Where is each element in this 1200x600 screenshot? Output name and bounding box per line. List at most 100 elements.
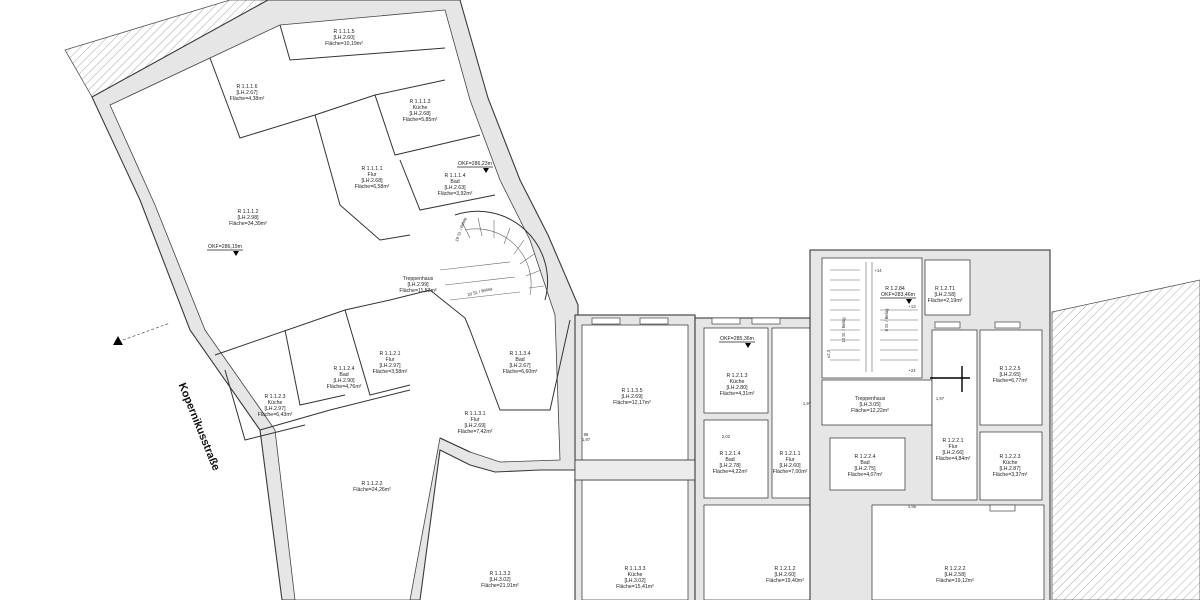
room-name: Küche: [628, 572, 643, 578]
room-height: [LH.3.02]: [624, 578, 646, 584]
room-height: [LH.2.87]: [999, 466, 1021, 472]
level-marker: OKF=286,23m: [457, 161, 493, 173]
room-name: Flur: [949, 444, 958, 450]
level-value: OKF=286,23m: [458, 161, 492, 167]
room-height: [LH.2.66]: [942, 450, 964, 456]
room-area: Fläche=19,12m²: [936, 578, 974, 584]
room-area: Fläche=6,58m²: [355, 184, 390, 190]
room-id: R 1.1.1.4: [444, 173, 465, 179]
room-area: Fläche=12,22m²: [851, 408, 889, 414]
room-label: Treppenhaus[LH.3.05]Fläche=12,22m²: [851, 396, 889, 414]
room-id: R 1.2.1.2: [774, 566, 795, 572]
room-id: R 1.2.T1: [935, 286, 955, 292]
room-id: R 1.1.1.3: [409, 99, 430, 105]
room-height: [LH.2.99]: [407, 282, 429, 288]
stair-note: 8 St. / Belag: [884, 308, 889, 331]
room-label: R 1.2.2.2[LH.2.58]Fläche=19,12m²: [936, 566, 974, 584]
room-height: [LH.2.69]: [621, 394, 643, 400]
dimension-labels: 881,971,972,021,951,97: [582, 396, 945, 509]
room-label: R 1.2.2.5[LH.2.65]Fläche=6,77m²: [993, 366, 1028, 384]
room-area: Fläche=4,76m²: [327, 384, 362, 390]
room-area: Fläche=5,85m²: [403, 117, 438, 123]
room-height: [LH.2.60]: [774, 572, 796, 578]
room-area: Fläche=34,39m²: [229, 221, 267, 227]
room-height: [LH.3.05]: [859, 402, 881, 408]
room-height: [LH.2.60]: [333, 35, 355, 41]
dimension-label: 1,95: [908, 504, 917, 509]
room-height: [LH.2.67]: [236, 90, 258, 96]
section-marker: [113, 322, 171, 345]
street-label: Kopernikusstraße: [176, 381, 222, 472]
room-label: R 1.1.3.2[LH.3.02]Fläche=21,91m²: [481, 571, 519, 589]
room-label: Treppenhaus[LH.2.99]Fläche=11,53m²: [399, 276, 437, 294]
room-id: R 1.1.1.1: [361, 166, 382, 172]
room-id: R 1.1.1.5: [333, 29, 354, 35]
room-name: Flur: [368, 172, 377, 178]
hatched-neighbour-areas: [64, 0, 1200, 600]
room-label: R 1.1.3.5[LH.2.69]Fläche=12,17m²: [613, 388, 651, 406]
room-area: Fläche=21,91m²: [481, 583, 519, 589]
room-id: R 1.2.1.1: [779, 451, 800, 457]
room-height: [LH.2.68]: [409, 111, 431, 117]
room-id: R 1.1.2.4: [333, 366, 354, 372]
room-id: R 1.2.84: [885, 286, 905, 292]
room-area: Fläche=6,77m²: [993, 378, 1028, 384]
stair-note: 10 St. / Belag: [841, 317, 846, 343]
room-height: [LH.2.65]: [999, 372, 1021, 378]
room-height: [LH.2.68]: [361, 178, 383, 184]
room-name: Bad: [515, 357, 524, 363]
room-id: R 1.1.3.2: [489, 571, 510, 577]
room-area: Fläche=3,58m²: [373, 369, 408, 375]
room-id: R 1.2.2.2: [944, 566, 965, 572]
room-id: R 1.2.2.5: [999, 366, 1020, 372]
room-area: Fläche=3,37m²: [993, 472, 1028, 478]
level-labels: OKF=286,23mOKF=286,19mOKF=285,36mOKF=283…: [207, 161, 916, 348]
room-label: R 1.2.84: [885, 286, 905, 292]
level-mark: +14: [874, 268, 882, 273]
room-height: [LH.2.97]: [379, 363, 401, 369]
room-height: [LH.2.69]: [464, 423, 486, 429]
level-marker: OKF=286,19m: [207, 244, 243, 256]
room-height: [LH.2.80]: [726, 385, 748, 391]
room-id: R 1.2.2.4: [854, 454, 875, 460]
level-mark: +24: [908, 368, 916, 373]
left-inner-floor: [109, 9, 561, 600]
dimension-label: 1,97: [936, 396, 945, 401]
room-area: Fläche=24,26m²: [353, 487, 391, 493]
room-area: Fläche=4,84m²: [936, 456, 971, 462]
room-id: R 1.2.1.3: [726, 373, 747, 379]
room-area: Fläche=11,53m²: [399, 288, 437, 294]
room-height: [LH.2.58]: [944, 572, 966, 578]
room-id: R 1.1.3.1: [464, 411, 485, 417]
stair-note: 20 St. / Belag: [467, 286, 493, 298]
room-id: R 1.1.2.2: [361, 481, 382, 487]
room-id: R 1.1.3.5: [621, 388, 642, 394]
room-name: Treppenhaus: [403, 276, 434, 282]
level-triangle-icon: [745, 343, 751, 348]
room-id: R 1.2.1.4: [719, 451, 740, 457]
room-height: [LH.2.97]: [264, 406, 286, 412]
room-id: R 1.1.2.3: [264, 394, 285, 400]
room-name: Küche: [730, 379, 745, 385]
level-triangle-icon: [233, 251, 239, 256]
room-name: Flur: [386, 357, 395, 363]
room-height: [LH.2.75]: [854, 466, 876, 472]
room-height: [LH.2.67]: [509, 363, 531, 369]
dimension-label: 1,97: [582, 437, 591, 442]
room-area: Fläche=4,22m²: [713, 469, 748, 475]
room-height: [LH.2.90]: [333, 378, 355, 384]
room-height: [LH.2.78]: [719, 463, 741, 469]
room-name: Treppenhaus: [855, 396, 886, 402]
room-area: Fläche=6,60m²: [503, 369, 538, 375]
level-value: OKF=283,46m: [881, 292, 915, 298]
room-area: Fläche=12,17m²: [613, 400, 651, 406]
